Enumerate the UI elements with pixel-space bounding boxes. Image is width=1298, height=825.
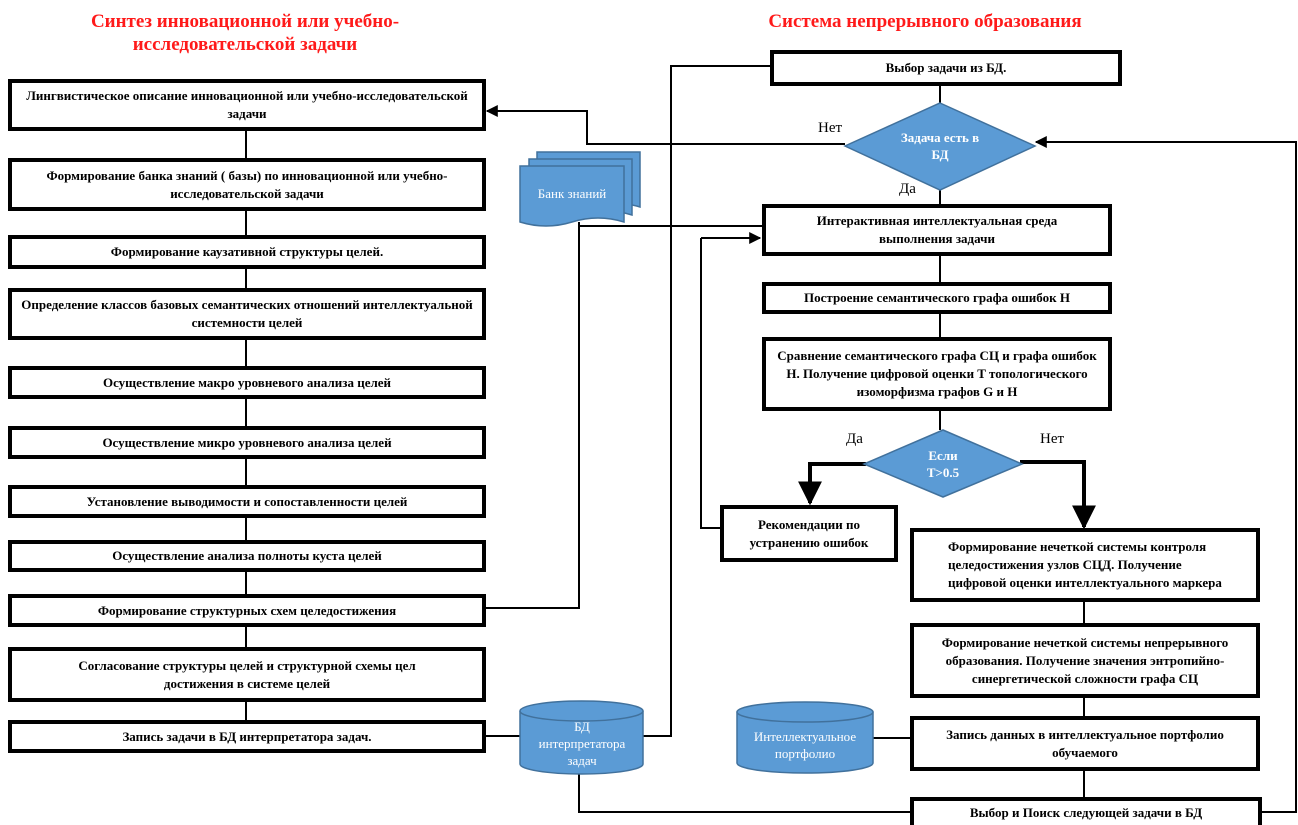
- label-no-in-db: Нет: [818, 120, 843, 136]
- label-no-threshold: Нет: [1040, 431, 1065, 447]
- step-select-task: Выбор задачи из БД.: [770, 50, 1122, 86]
- step-causative-structure: Формирование каузативной структуры целей…: [8, 235, 486, 269]
- arrow-lines: [485, 105, 1297, 813]
- left-column-connectors: [245, 65, 910, 813]
- portfolio-shape: [736, 701, 874, 774]
- decision-diamond-threshold: [862, 429, 1024, 498]
- portfolio-label: Интеллектуальное портфолио: [753, 729, 857, 761]
- step-knowledge-bank-formation: Формирование банка знаний ( базы) по инн…: [8, 158, 486, 211]
- right-column-connectors: [579, 84, 1085, 797]
- interpreter-db-shape: [519, 700, 644, 775]
- step-structural-schemes: Формирование структурных схем целедостиж…: [8, 594, 486, 627]
- left-title: Синтез инновационной или учебно-исследов…: [90, 11, 400, 55]
- knowledge-bank-shape: [519, 151, 641, 227]
- step-interactive-environment: Интерактивная интеллектуальная среда вып…: [762, 204, 1112, 256]
- step-macro-analysis: Осуществление макро уровневого анализа ц…: [8, 366, 486, 399]
- decision-threshold-text: Если T>0.5: [926, 448, 960, 480]
- right-title: Система непрерывного образования: [768, 11, 1082, 32]
- step-coordination: Согласование структуры целей и структурн…: [8, 647, 486, 702]
- step-write-portfolio: Запись данных в интеллектуальное портфол…: [910, 716, 1260, 771]
- decision-in-db-text: Задача есть в БД: [900, 130, 980, 162]
- step-fuzzy-education-system: Формирование нечеткой системы непрерывно…: [910, 623, 1260, 698]
- step-compare-graphs: Сравнение семантического графа СЦ и граф…: [762, 337, 1112, 411]
- step-next-task: Выбор и Поиск следующей задачи в БД: [910, 797, 1262, 825]
- step-recommendations: Рекомендации по устранению ошибок: [720, 505, 898, 562]
- step-micro-analysis: Осуществление микро уровневого анализа ц…: [8, 426, 486, 459]
- step-write-to-db: Запись задачи в БД интерпретатора задач.: [8, 720, 486, 753]
- step-derivability: Установление выводимости и сопоставленно…: [8, 485, 486, 518]
- step-linguistic-description: Лингвистическое описание инновационной и…: [8, 79, 486, 131]
- step-build-error-graph: Построение семантического графа ошибок H: [762, 282, 1112, 314]
- decision-diamond-in-db: [843, 102, 1037, 191]
- knowledge-bank-label: Банк знаний: [537, 186, 607, 201]
- label-yes-in-db: Да: [899, 181, 916, 197]
- interpreter-db-label: БД интерпретатора задач: [538, 719, 626, 768]
- step-completeness-analysis: Осуществление анализа полноты куста целе…: [8, 540, 486, 572]
- step-fuzzy-control: Формирование нечеткой системы контроля ц…: [910, 528, 1260, 602]
- step-semantic-relations: Определение классов базовых семантически…: [8, 288, 486, 340]
- decision-branches: [798, 460, 1096, 530]
- label-yes-threshold: Да: [846, 431, 863, 447]
